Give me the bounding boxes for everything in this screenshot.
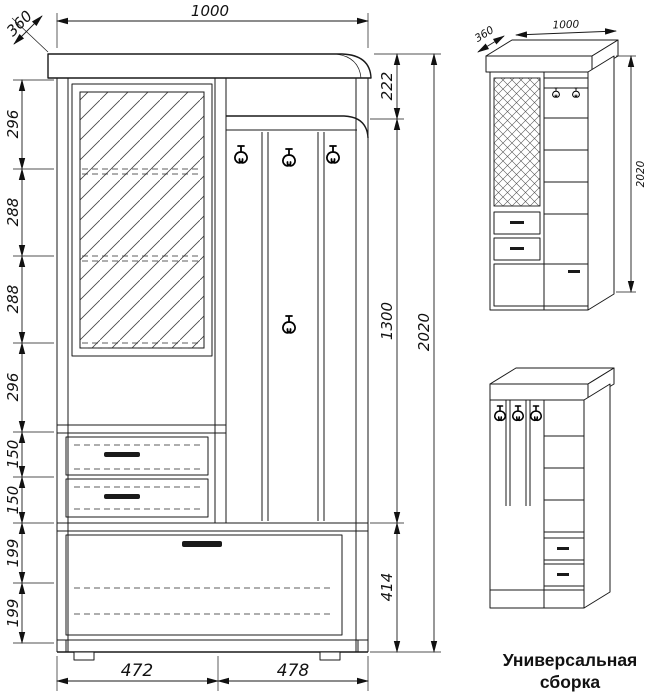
dim-shelf-drop: 222	[378, 72, 396, 101]
drawer-handle-1	[104, 452, 140, 457]
drawer-hidden-lines	[74, 444, 200, 510]
dim-seg-5: 150	[4, 440, 22, 469]
cornice-thickness-line	[335, 53, 362, 79]
dim-top-width: 1000	[191, 2, 229, 20]
assembly-caption-line1: Универсальная	[503, 650, 638, 670]
cabinet-top-board	[57, 522, 368, 532]
dim-seg-1: 296	[4, 110, 22, 139]
door-handle	[182, 541, 222, 547]
dim-left-chain: 296 288 288 296 150 150 199 199	[4, 79, 26, 644]
iso2-drawer-1	[543, 537, 585, 561]
dim-cabinet-height: 414	[378, 573, 396, 602]
iso-drawer-2	[493, 237, 541, 261]
foot-left	[73, 651, 95, 661]
drawer-unit-top	[57, 424, 226, 434]
iso2-side-panel	[583, 383, 611, 609]
plinth	[57, 639, 368, 652]
mirror-glass	[79, 91, 205, 349]
coat-panel-slats	[261, 132, 325, 521]
drawer-front-2	[65, 478, 209, 518]
iso2-slats	[505, 400, 531, 506]
drawer-handle-2	[104, 494, 140, 499]
mirror-frame	[71, 83, 213, 357]
iso2-drawer-handle	[557, 573, 569, 576]
iso-dim-width: 1000	[552, 19, 579, 32]
iso-mirror	[493, 77, 541, 207]
hidden-shelf-lines	[82, 168, 202, 349]
dim-seg-6: 150	[4, 486, 22, 515]
front-view	[47, 53, 372, 661]
dim-seg-2: 288	[4, 198, 22, 227]
iso-door-handle	[568, 270, 580, 273]
iso2-drawer-handle	[557, 547, 569, 550]
iso2-shelves	[544, 435, 584, 533]
iso2-drawer-2	[543, 563, 585, 587]
foot-right	[319, 651, 341, 661]
iso-side-panel	[587, 55, 615, 311]
right-side-panel	[355, 78, 369, 652]
iso-view-bottom	[489, 367, 615, 609]
cabinet-hidden-lines	[74, 587, 334, 615]
iso-dim-height: 2020	[635, 160, 647, 187]
assembly-caption-line2: сборка	[540, 672, 600, 692]
iso-door	[493, 263, 589, 307]
dim-bottom-right: 478	[277, 661, 310, 681]
iso-body-front	[489, 71, 589, 311]
iso-drawer-handle	[510, 221, 524, 224]
cornice-top-board	[47, 53, 372, 79]
dim-seg-8: 199	[4, 599, 22, 628]
iso-view-top: 360 1000 2020	[473, 19, 647, 311]
front-dimensions: 1000 360 296 288 288 296 150 150 199 199	[3, 2, 441, 691]
dim-overall-height: 2020	[415, 313, 433, 351]
upper-shelf	[226, 115, 369, 139]
cabinet-door	[65, 534, 343, 636]
middle-divider-panel	[214, 78, 227, 523]
dim-seg-7: 199	[4, 539, 22, 568]
dim-seg-3: 288	[4, 285, 22, 314]
iso-drawer-1	[493, 211, 541, 235]
iso-drawer-handle	[510, 247, 524, 250]
iso2-top-front	[489, 383, 589, 401]
drawer-front-1	[65, 436, 209, 476]
dim-bottom-left: 472	[121, 661, 153, 681]
dim-right-chain: 222 1300 414	[378, 53, 401, 653]
iso2-top-side	[587, 367, 615, 401]
iso-shelves	[544, 117, 588, 215]
dim-seg-4: 296	[4, 373, 22, 402]
iso-hook-rail	[543, 77, 589, 89]
iso-cornice-front	[485, 55, 593, 73]
dim-panel-height: 1300	[378, 302, 396, 340]
iso2-frame	[489, 384, 585, 609]
left-side-panel	[56, 78, 69, 652]
